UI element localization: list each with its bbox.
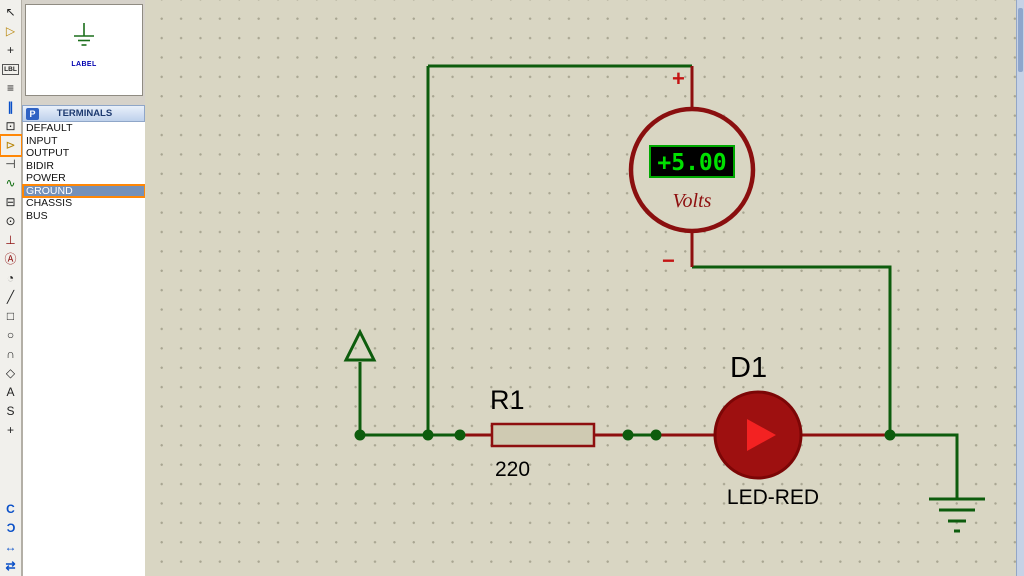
line-tool-icon[interactable]: ╱ — [6, 290, 15, 304]
text-tool-icon[interactable]: A — [6, 385, 15, 399]
pick-devices-button[interactable]: P — [26, 107, 39, 120]
resistor-value-label: 220 — [495, 458, 530, 481]
device-pins-icon[interactable]: ⊣ — [5, 157, 16, 171]
generator-mode-icon[interactable]: ⊙ — [5, 214, 16, 228]
ground-terminal-preview-icon — [74, 23, 94, 46]
voltmeter-display — [649, 145, 735, 178]
terminal-item-default[interactable]: DEFAULT — [26, 122, 73, 134]
tape-recorder-icon[interactable]: ⊟ — [5, 195, 16, 209]
schematic: +5.00 Volts + − R1 220 D1 LED-RED — [343, 64, 985, 533]
terminals-mode-icon[interactable]: ⊳ — [0, 134, 23, 157]
wires[interactable] — [358, 64, 959, 499]
subcircuit-icon[interactable]: ⊡ — [5, 119, 16, 133]
object-selector-header: P TERMINALS — [22, 105, 145, 122]
marker-tool-icon[interactable]: + — [6, 423, 14, 437]
rotate-anticlockwise-icon[interactable]: C — [6, 502, 15, 516]
terminal-item-output[interactable]: OUTPUT — [26, 147, 70, 159]
path-tool-icon[interactable]: ◇ — [5, 366, 16, 380]
voltmeter-unit-label: Volts — [673, 190, 712, 212]
resistor-ref-label: R1 — [490, 385, 525, 415]
selector-title: TERMINALS — [56, 108, 113, 119]
terminal-item-ground[interactable]: GROUND — [22, 183, 146, 198]
led-ref-label: D1 — [730, 352, 767, 384]
terminal-item-power[interactable]: POWER — [26, 172, 66, 184]
voltmeter-reading: +5.00 — [657, 150, 726, 176]
bus-mode-icon[interactable]: ∥ — [7, 100, 14, 114]
pan-icon[interactable]: ⇄ — [5, 559, 16, 573]
text-script-icon[interactable]: ≡ — [6, 81, 14, 95]
junction-dot-icon[interactable]: + — [6, 43, 14, 57]
terminal-item-chassis[interactable]: CHASSIS — [26, 197, 73, 209]
led-D1[interactable] — [713, 390, 803, 480]
terminal-item-bus[interactable]: BUS — [26, 209, 48, 222]
selection-pointer-icon[interactable]: ↖ — [5, 5, 16, 19]
mode-toolbar: ↖ ▷ + LBL ≡ ∥ ⊡ ⊳ ⊣ ∿ ⊟ ⊙ ⊥ Ⓐ ◔ ╱ □ ○ ∩ … — [0, 0, 23, 576]
voltage-probe-icon[interactable]: ⊥ — [5, 233, 16, 247]
graph-mode-icon[interactable]: ∿ — [5, 176, 16, 190]
current-probe-icon[interactable]: Ⓐ — [4, 252, 17, 266]
scrollbar-thumb[interactable] — [1018, 8, 1023, 72]
vertical-scrollbar[interactable] — [1016, 0, 1024, 576]
rotate-clockwise-icon[interactable]: C — [6, 521, 15, 535]
terminal-item-bidir[interactable]: BIDIR — [26, 159, 55, 172]
resistor-R1[interactable] — [490, 422, 596, 448]
voltmeter-minus-label: − — [662, 248, 675, 273]
junction-dots — [354, 429, 896, 441]
circle-tool-icon[interactable]: ○ — [6, 328, 15, 342]
arc-tool-icon[interactable]: ∩ — [6, 347, 15, 361]
wire-label-icon[interactable]: LBL — [2, 64, 19, 75]
led-arrow-icon — [747, 419, 776, 451]
virtual-instruments-icon[interactable]: ◔ — [6, 271, 15, 285]
terminal-item-input[interactable]: INPUT — [26, 134, 58, 147]
ground-terminal[interactable] — [929, 497, 985, 533]
voltmeter[interactable]: +5.00 Volts + − — [628, 66, 756, 273]
terminal-list: DEFAULT INPUT OUTPUT BIDIR POWER GROUND … — [22, 122, 146, 576]
power-terminal[interactable] — [343, 328, 377, 362]
preview-label: LABEL — [71, 61, 97, 68]
object-preview-panel: LABEL — [25, 4, 143, 96]
component-mode-icon[interactable]: ▷ — [5, 24, 16, 38]
symbol-tool-icon[interactable]: S — [6, 404, 15, 418]
left-panel: ↖ ▷ + LBL ≡ ∥ ⊡ ⊳ ⊣ ∿ ⊟ ⊙ ⊥ Ⓐ ◔ ╱ □ ○ ∩ … — [0, 0, 146, 576]
box-tool-icon[interactable]: □ — [6, 309, 15, 323]
mirror-horizontal-icon[interactable]: ↔ — [4, 540, 17, 554]
voltmeter-plus-label: + — [672, 66, 685, 91]
schematic-editor-canvas[interactable]: +5.00 Volts + − R1 220 D1 LED-RED — [145, 0, 1016, 576]
led-part-label: LED-RED — [727, 486, 819, 509]
